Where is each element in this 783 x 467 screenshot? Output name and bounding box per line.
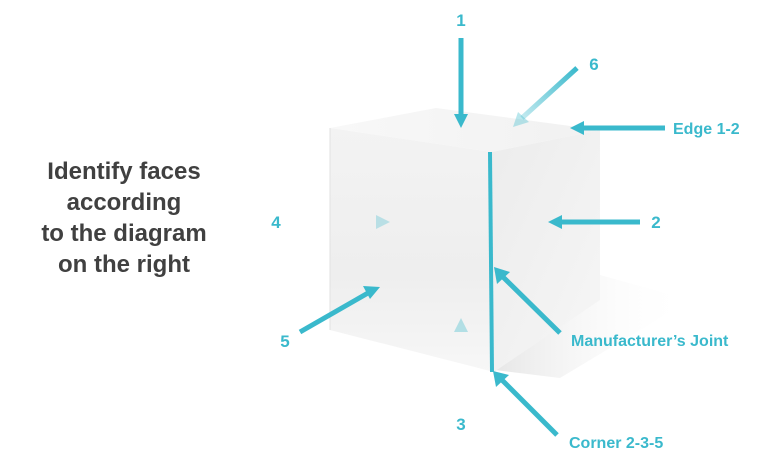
cube-top-face (330, 108, 600, 152)
front-edge-line (488, 151, 494, 373)
arrow-face-4 (293, 215, 390, 229)
label-face-3: 3 (456, 415, 465, 434)
arrow-manufacturers-joint (494, 267, 562, 335)
label-face-1: 1 (456, 11, 465, 30)
arrow-face-3 (454, 318, 468, 402)
cube-front-face (330, 128, 494, 372)
arrow-face-6 (513, 66, 579, 127)
label-corner-2-3-5: Corner 2-3-5 (569, 435, 663, 452)
instruction-line-3: to the diagram (41, 220, 207, 247)
instruction-line-2: according (66, 189, 182, 216)
arrow-edge-1-2 (570, 121, 665, 135)
label-face-4: 4 (271, 213, 281, 232)
cube (329, 108, 690, 378)
arrow-face-1 (454, 38, 468, 128)
arrow-face-5 (298, 286, 380, 335)
instruction-line-4: on the right (58, 251, 190, 278)
instruction-line-1: Identify faces (47, 158, 201, 185)
cube-right-face (492, 130, 600, 372)
label-edge-1-2: Edge 1-2 (673, 121, 740, 138)
label-face-6: 6 (589, 55, 598, 74)
instruction-text: Identify faces according to the diagram … (0, 156, 248, 280)
arrow-face-2 (548, 215, 640, 229)
cube-floor-shadow (495, 275, 690, 378)
arrow-corner-2-3-5 (493, 371, 559, 437)
label-manufacturers-joint: Manufacturer’s Joint (571, 333, 729, 350)
label-face-2: 2 (651, 213, 660, 232)
label-face-5: 5 (280, 332, 289, 351)
